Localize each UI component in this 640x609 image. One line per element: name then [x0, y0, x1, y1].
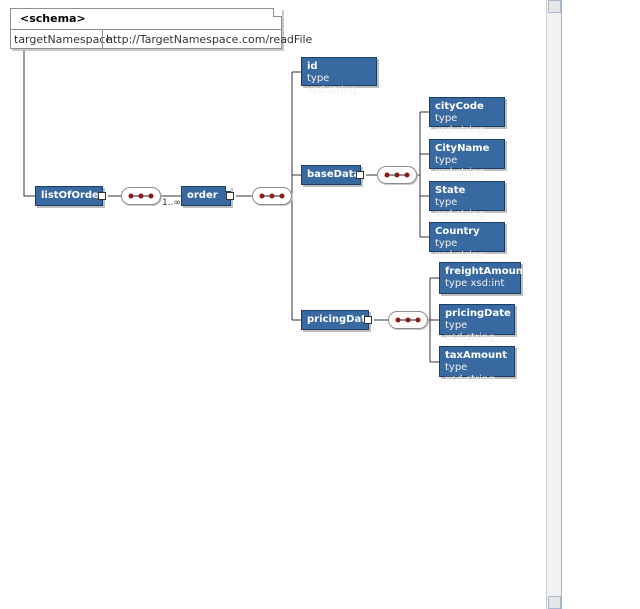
- sequence-icon: [259, 193, 285, 199]
- scroll-down-button[interactable]: [548, 596, 561, 609]
- element-listoforder[interactable]: listOfOrder: [35, 186, 106, 206]
- element-type: type xsd:string: [445, 320, 495, 343]
- element-order[interactable]: order: [181, 186, 234, 206]
- element-name: pricingDate: [445, 308, 511, 319]
- fold-corner: [273, 8, 282, 17]
- sequence-icon: [395, 317, 421, 323]
- fold-corner: [225, 186, 231, 192]
- sequence-compositor-2[interactable]: [252, 187, 292, 205]
- target-namespace-label: targetNamespace: [14, 33, 113, 46]
- element-name: order: [187, 190, 218, 201]
- element-freightamount[interactable]: freightAmount type xsd:int: [439, 262, 528, 294]
- diagram-canvas: <schema> targetNamespace http://TargetNa…: [10, 8, 528, 385]
- attribute-divider: [102, 30, 103, 49]
- element-name: Country: [435, 226, 480, 237]
- element-id[interactable]: id type xsd:string: [301, 57, 377, 96]
- schema-attribute-row: targetNamespace http://TargetNamespace.c…: [11, 29, 312, 49]
- element-citycode[interactable]: cityCode type xsd:string: [429, 97, 505, 136]
- element-name: State: [435, 185, 466, 196]
- vertical-scrollbar[interactable]: [546, 0, 562, 609]
- occurrence-label: 1..∞: [162, 198, 181, 208]
- expand-toggle[interactable]: [98, 192, 106, 200]
- element-name: cityCode: [435, 101, 484, 112]
- element-type: type xsd:string: [307, 73, 357, 96]
- element-basedata[interactable]: baseData: [301, 165, 364, 185]
- element-type: type xsd:string: [435, 155, 485, 178]
- element-name: CityName: [435, 143, 490, 154]
- element-name: pricingData: [307, 314, 373, 325]
- sequence-icon: [384, 172, 410, 178]
- sequence-icon: [128, 193, 154, 199]
- element-name: freightAmount: [445, 266, 528, 277]
- connector-lines: [23, 47, 439, 363]
- element-pricingdata[interactable]: pricingData: [301, 310, 373, 330]
- expand-toggle[interactable]: [356, 171, 364, 179]
- element-name: id: [307, 61, 318, 72]
- expand-toggle[interactable]: [226, 192, 234, 200]
- scroll-up-button[interactable]: [548, 0, 561, 13]
- element-type: type xsd:string: [435, 113, 485, 136]
- sequence-compositor-4[interactable]: [388, 311, 428, 329]
- element-cityname[interactable]: CityName type xsd:string: [429, 139, 505, 178]
- element-country[interactable]: Country type xsd:string: [429, 222, 505, 261]
- schema-box[interactable]: <schema> targetNamespace http://TargetNa…: [10, 8, 312, 49]
- side-panel: [561, 0, 640, 609]
- element-type: type xsd:string: [445, 362, 495, 385]
- sequence-compositor-3[interactable]: [377, 166, 417, 184]
- element-type: type xsd:string: [435, 197, 485, 220]
- element-pricingdate[interactable]: pricingDate type xsd:string: [439, 304, 515, 343]
- element-name: baseData: [307, 169, 361, 180]
- element-type: type xsd:int: [445, 278, 505, 289]
- element-name: listOfOrder: [41, 190, 104, 201]
- sequence-compositor-1[interactable]: [121, 187, 161, 205]
- element-state[interactable]: State type xsd:string: [429, 181, 505, 220]
- schema-title: <schema>: [20, 12, 86, 25]
- element-taxamount[interactable]: taxAmount type xsd:string: [439, 346, 515, 385]
- expand-toggle[interactable]: [364, 316, 372, 324]
- element-type: type xsd:string: [435, 238, 485, 261]
- element-name: taxAmount: [445, 350, 508, 361]
- target-namespace-value: http://TargetNamespace.com/readFile: [106, 33, 313, 46]
